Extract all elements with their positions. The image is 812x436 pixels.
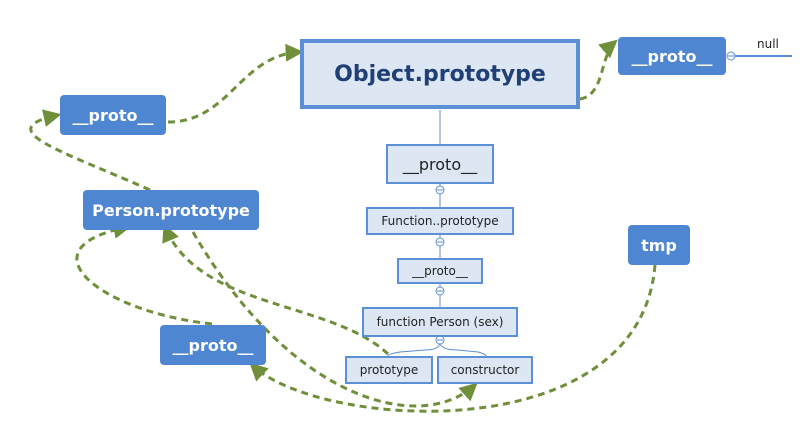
prototype-node[interactable]: prototype (345, 356, 433, 384)
arrow-object-prototype-to-proto (579, 39, 618, 101)
proto-small-node[interactable]: __proto__ (397, 258, 483, 284)
function-person-node[interactable]: function Person (sex) (362, 307, 518, 337)
tmp-node[interactable]: tmp (628, 225, 690, 265)
constructor-label: constructor (450, 363, 520, 377)
proto-top-right-label: __proto__ (631, 46, 713, 66)
arrow-proto-to-object-prototype (167, 43, 304, 124)
function-prototype-label: Function..prototype (381, 214, 499, 228)
collapse-circle-icon[interactable] (435, 335, 445, 345)
arrow-person-prototype-to-constructor (191, 231, 478, 408)
proto-left-top-label: __proto__ (72, 105, 154, 125)
collapse-circle-icon[interactable] (726, 51, 736, 61)
null-label: null (757, 37, 779, 51)
proto-small-label: __proto__ (412, 264, 468, 278)
collapse-circle-icon[interactable] (435, 286, 445, 296)
object-prototype-label: Object.prototype (334, 61, 546, 87)
person-prototype-label: Person.prototype (92, 200, 250, 220)
proto-left-top-node[interactable]: __proto__ (60, 95, 166, 135)
function-person-label: function Person (sex) (376, 315, 504, 329)
arrow-tmp-to-proto-bottom (249, 264, 657, 413)
proto-top-right-node[interactable]: __proto__ (618, 37, 726, 75)
proto-bottom-left-node[interactable]: __proto__ (160, 325, 266, 365)
arrow-prototype-to-person-prototype (162, 223, 390, 356)
constructor-node[interactable]: constructor (437, 356, 533, 384)
prototype-label: prototype (359, 363, 419, 377)
proto-bottom-left-label: __proto__ (172, 335, 254, 355)
tree-line-function-to-children (387, 337, 487, 357)
function-prototype-node[interactable]: Function..prototype (366, 207, 514, 235)
proto-center-label: __proto__ (402, 154, 478, 174)
proto-center-node[interactable]: __proto__ (386, 144, 494, 184)
tmp-label: tmp (641, 235, 677, 255)
collapse-circle-icon[interactable] (435, 185, 445, 195)
arrow-person-prototype-to-proto (29, 109, 151, 192)
person-prototype-node[interactable]: Person.prototype (83, 190, 259, 230)
arrow-proto-bottom-to-person-prototype (75, 220, 213, 326)
collapse-circle-icon[interactable] (435, 237, 445, 247)
object-prototype-node[interactable]: Object.prototype (300, 39, 580, 109)
